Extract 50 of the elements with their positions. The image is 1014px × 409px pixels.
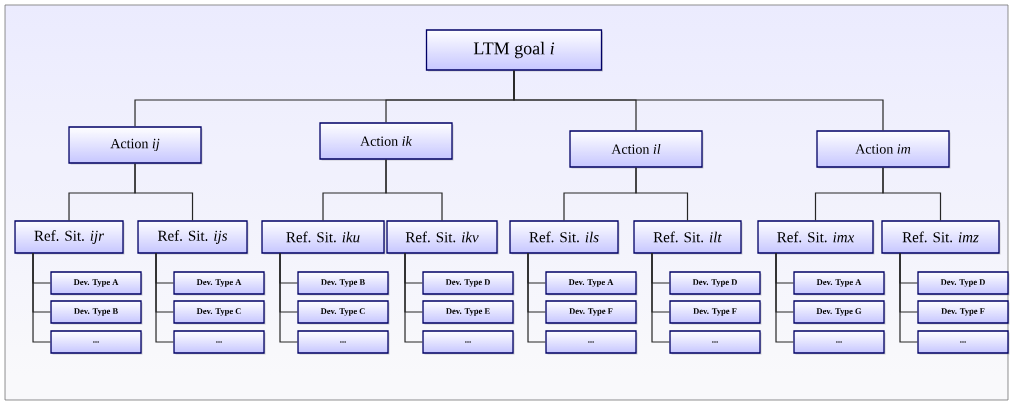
- deviation-box: ...: [669, 330, 762, 355]
- deviation-box: Dev. Type F: [545, 300, 638, 325]
- action-box: Action ik: [319, 122, 454, 161]
- connector-line: [279, 252, 298, 343]
- connector-line: [155, 252, 174, 343]
- situation-box: Ref. Sit. ijr: [14, 220, 125, 255]
- connector-line: [32, 252, 51, 343]
- situation-box: Ref. Sit. ilt: [633, 220, 743, 255]
- deviation-box: Dev. Type D: [917, 271, 1010, 296]
- action-box: Action im: [816, 130, 951, 169]
- deviation-box: Dev. Type E: [422, 300, 515, 325]
- connector-line: [513, 70, 884, 131]
- deviation-box: Dev. Type D: [422, 271, 515, 296]
- deviation-box: ...: [917, 330, 1010, 355]
- connector-line: [134, 163, 194, 221]
- deviation-box: Dev. Type F: [917, 300, 1010, 325]
- connector-line: [651, 252, 670, 343]
- situation-box: Ref. Sit. imx: [757, 220, 875, 255]
- deviation-box: ...: [173, 330, 266, 355]
- action-box: Action il: [569, 130, 704, 169]
- deviation-box: Dev. Type A: [545, 271, 638, 296]
- deviation-box: Dev. Type F: [669, 300, 762, 325]
- deviation-box: ...: [545, 330, 638, 355]
- connector-line: [775, 252, 794, 343]
- deviation-box: ...: [422, 330, 515, 355]
- situation-box: Ref. Sit. ijs: [137, 220, 249, 255]
- goal-box: LTM goal i: [425, 29, 603, 72]
- deviation-box: Dev. Type A: [793, 271, 886, 296]
- situation-box: Ref. Sit. imz: [881, 220, 1001, 255]
- deviation-box: Dev. Type C: [173, 300, 266, 325]
- situation-box: Ref. Sit. ils: [509, 220, 620, 255]
- deviation-box: Dev. Type A: [50, 271, 143, 296]
- connector-line: [404, 252, 423, 343]
- deviation-box: ...: [297, 330, 390, 355]
- deviation-box: ...: [793, 330, 886, 355]
- deviation-box: Dev. Type A: [173, 271, 266, 296]
- deviation-box: Dev. Type C: [297, 300, 390, 325]
- deviation-box: Dev. Type D: [669, 271, 762, 296]
- connector-line: [882, 167, 942, 221]
- deviation-box: Dev. Type B: [50, 300, 143, 325]
- action-box: Action ij: [68, 126, 203, 165]
- deviation-box: Dev. Type G: [793, 300, 886, 325]
- connector-line: [385, 159, 443, 221]
- connector-line: [635, 167, 689, 221]
- situation-box: Ref. Sit. ikv: [386, 220, 499, 255]
- connector-line: [527, 252, 546, 343]
- situation-box: Ref. Sit. iku: [261, 220, 386, 255]
- deviation-box: ...: [50, 330, 143, 355]
- connector-line: [899, 252, 918, 343]
- deviation-box: Dev. Type B: [297, 271, 390, 296]
